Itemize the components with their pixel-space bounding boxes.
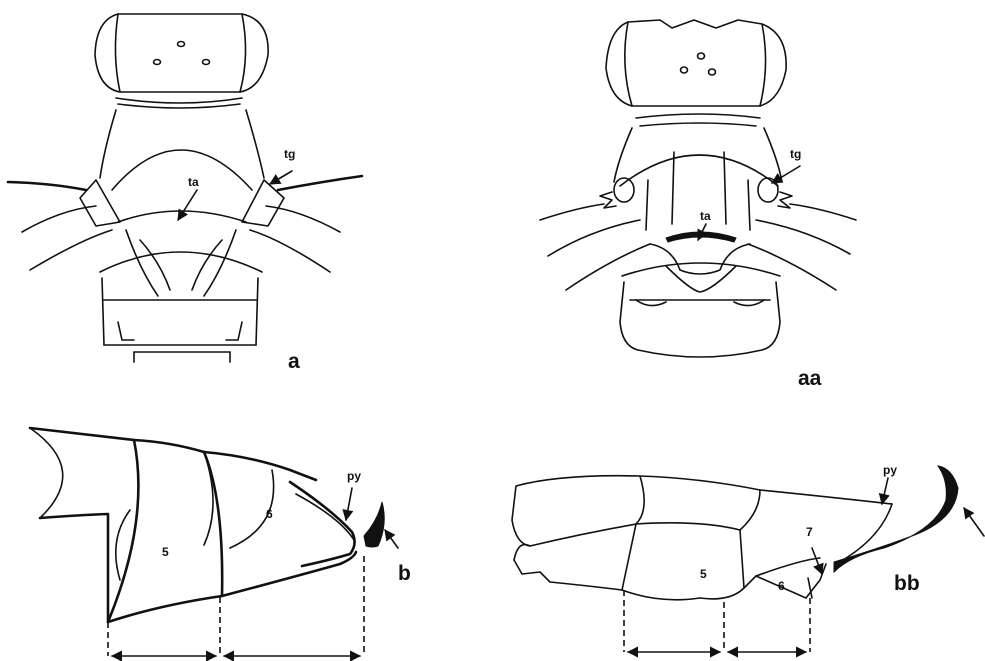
panel-aa-drawing	[540, 20, 856, 357]
label-ta-a: ta	[188, 175, 199, 189]
panel-label-b: b	[398, 562, 411, 585]
label-tg-a: tg	[284, 147, 295, 161]
label-py-bb: py	[883, 463, 897, 477]
panel-label-a: a	[288, 350, 300, 373]
label-seg5-bb: 5	[700, 567, 707, 581]
label-seg7-bb: 7	[806, 525, 813, 539]
label-py-b: py	[347, 469, 361, 483]
label-seg6-b: 6	[266, 507, 273, 521]
label-tg-aa: tg	[790, 147, 801, 161]
panel-a-drawing	[8, 14, 362, 362]
label-seg5-b: 5	[162, 545, 169, 559]
panel-label-bb: bb	[894, 572, 920, 595]
panel-label-aa: aa	[798, 367, 822, 390]
panel-b-drawing	[30, 428, 398, 656]
label-seg6-bb: 6	[778, 579, 785, 593]
label-ta-aa: ta	[700, 209, 711, 223]
panel-bb-drawing	[512, 466, 984, 652]
